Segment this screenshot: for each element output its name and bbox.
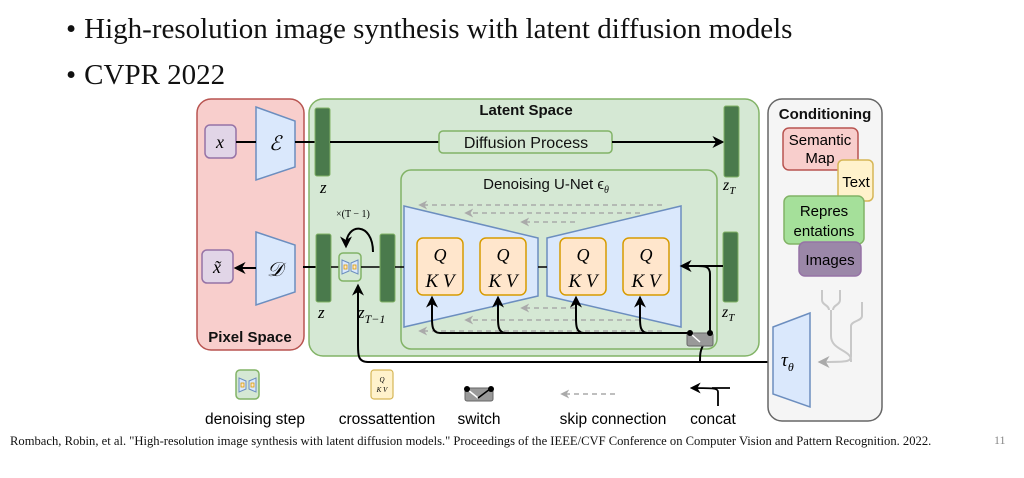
- svg-text:ℰ: ℰ: [269, 133, 283, 155]
- output-x-tilde-box: x̃: [201, 249, 234, 284]
- svg-text:Map: Map: [805, 150, 834, 167]
- svg-text:entations: entations: [794, 223, 855, 240]
- svg-text:K V: K V: [567, 271, 599, 292]
- latent-space-panel: Latent Space z Diffusion Process zT Deno…: [295, 98, 773, 363]
- svg-text:Repres: Repres: [800, 203, 848, 220]
- svg-text:K V: K V: [630, 271, 662, 292]
- condition-merge-lines: [817, 290, 863, 368]
- condition-text: Text: [837, 159, 874, 202]
- pixel-space-panel: Pixel Space x ℰ x̃ 𝒟: [196, 98, 305, 351]
- latent-space-title: Latent Space: [479, 102, 572, 119]
- svg-text:τθ: τθ: [781, 350, 794, 374]
- svg-text:Text: Text: [842, 174, 870, 191]
- svg-text:Diffusion Process: Diffusion Process: [464, 135, 588, 152]
- zT-label-top: zT: [722, 177, 736, 197]
- latent-z-bar: [314, 107, 331, 177]
- crossattention-block: Q K V: [622, 237, 670, 296]
- svg-text:Q: Q: [379, 376, 384, 384]
- svg-text:Q: Q: [497, 245, 510, 265]
- latent-z-bar-bottom: [315, 233, 332, 303]
- svg-text:K V: K V: [376, 386, 388, 394]
- svg-text:Semantic: Semantic: [789, 132, 852, 149]
- loop-label: ×(T − 1): [336, 209, 370, 220]
- latent-zT1-bar: [379, 233, 396, 303]
- crossattention-block: Q K V: [559, 237, 607, 296]
- z-label: z: [319, 178, 327, 197]
- z-label-bottom: z: [317, 303, 325, 322]
- condition-semantic-map: Semantic Map: [782, 127, 859, 171]
- condition-images: Images: [798, 241, 862, 277]
- loop-arrow: [340, 227, 374, 253]
- legend-denoising-step: denoising step: [205, 369, 305, 428]
- crossattention-block: Q K V: [416, 237, 464, 296]
- condition-representations: Repres entations: [783, 195, 865, 245]
- latent-zT-bar-top: [723, 105, 740, 178]
- latent-zT-bar-bottom: [722, 231, 739, 303]
- svg-text:denoising step: denoising step: [205, 411, 305, 428]
- conditioning-panel: Conditioning Semantic Map Text Repres en…: [767, 98, 883, 422]
- legend-switch: switch: [457, 386, 501, 428]
- skip-connections: [418, 200, 662, 336]
- svg-text:K V: K V: [487, 271, 519, 292]
- svg-text:switch: switch: [457, 411, 500, 428]
- pixel-space-title: Pixel Space: [208, 329, 291, 346]
- svg-text:x̃: x̃: [212, 257, 222, 277]
- bullet-venue: •CVPR 2022: [66, 59, 226, 91]
- citation-text: Rombach, Robin, et al. "High-resolution …: [10, 434, 932, 448]
- denoising-step-block: [338, 252, 362, 282]
- diffusion-process-box: Diffusion Process: [438, 130, 613, 154]
- svg-text:𝒟: 𝒟: [267, 259, 287, 281]
- input-x-box: x: [204, 124, 237, 159]
- svg-text:K V: K V: [424, 271, 456, 292]
- svg-text:x: x: [215, 132, 224, 152]
- legend-concat: concat: [689, 382, 737, 428]
- crossattention-block: Q K V: [479, 237, 527, 296]
- zT1-label: zT−1: [357, 303, 385, 326]
- svg-text:skip connection: skip connection: [560, 411, 667, 428]
- conditioning-title: Conditioning: [779, 106, 871, 123]
- svg-text:Q: Q: [434, 245, 447, 265]
- page-number: 11: [994, 433, 1006, 447]
- tau-encoder-block: τθ: [772, 311, 811, 409]
- svg-text:Images: Images: [805, 252, 854, 269]
- conditioning-paths: [352, 265, 773, 363]
- legend-skip-connection: skip connection: [560, 389, 667, 428]
- encoder-block: ℰ: [255, 105, 296, 182]
- switch-block: [686, 330, 714, 347]
- svg-text:crossattention: crossattention: [339, 411, 436, 428]
- bullet-title: •High-resolution image synthesis with la…: [66, 13, 793, 45]
- legend-crossattention: Q K V crossattention: [339, 369, 436, 428]
- unet-title: Denoising U-Net ϵθ: [483, 176, 609, 196]
- svg-text:Q: Q: [640, 245, 653, 265]
- svg-text:concat: concat: [690, 411, 736, 428]
- legend: denoising step Q K V crossattention swit…: [205, 369, 737, 428]
- decoder-block: 𝒟: [255, 230, 296, 307]
- zT-label-bottom: zT: [721, 304, 735, 324]
- svg-text:Q: Q: [577, 245, 590, 265]
